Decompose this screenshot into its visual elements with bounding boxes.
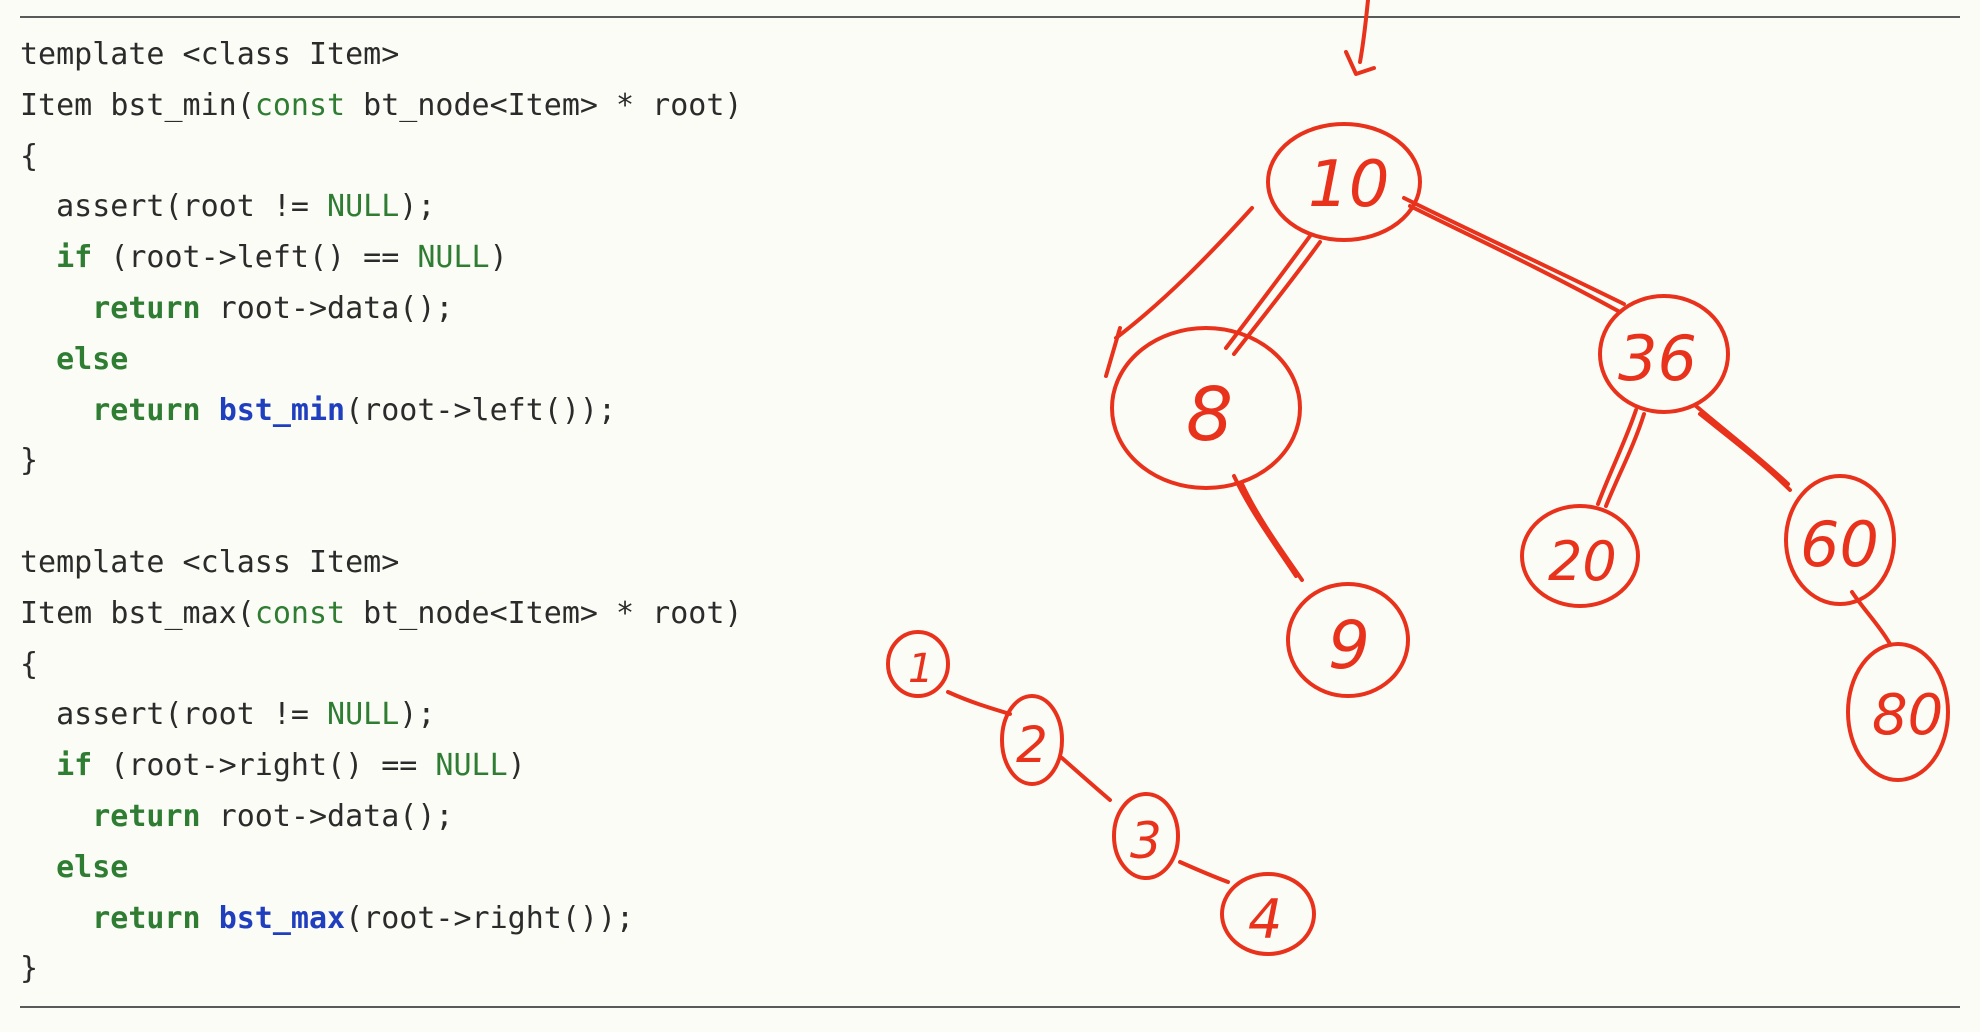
svg-text:60: 60 [1800, 508, 1879, 581]
return-keyword: return [92, 392, 201, 428]
chain-node: 3 [1112, 792, 1180, 880]
recursive-call-args: (root->right()); [345, 900, 635, 936]
code-line-recursive-return: return bst_max(root->right()); [20, 894, 742, 945]
code-line-assert: assert(root != NULL); [20, 690, 742, 741]
recursive-call-args: (root->left()); [345, 392, 617, 428]
function-name: bst_max [110, 595, 237, 631]
paren-open: ( [236, 87, 255, 123]
brace: { [20, 646, 39, 682]
bst-node: 10 [1266, 122, 1422, 242]
assert-close: ); [399, 697, 436, 733]
code-line-return: return root->data(); [20, 792, 742, 843]
svg-text:36: 36 [1618, 322, 1697, 395]
brace: } [20, 443, 39, 479]
paren-open: ( [236, 595, 255, 631]
null-constant: NULL [327, 697, 400, 733]
template-text: template <class Item> [20, 544, 400, 580]
svg-text:2: 2 [1016, 716, 1048, 774]
if-close: ) [489, 240, 508, 276]
return-keyword: return [92, 798, 201, 834]
if-keyword: if [56, 240, 93, 276]
code-line-assert: assert(root != NULL); [20, 182, 742, 233]
code-line-if: if (root->left() == NULL) [20, 233, 742, 284]
code-listing: template <class Item> Item bst_min(const… [20, 30, 742, 995]
return-type: Item [20, 87, 111, 123]
assert-text: assert(root != [20, 697, 328, 733]
code-line-template: template <class Item> [20, 30, 742, 81]
const-keyword: const [254, 87, 346, 123]
bst-node: 60 [1784, 474, 1896, 606]
chain-node: 1 [886, 630, 950, 698]
null-constant: NULL [327, 189, 400, 225]
code-line-signature: Item bst_min(const bt_node<Item> * root) [20, 81, 742, 132]
svg-text:3: 3 [1130, 812, 1162, 870]
code-line-brace-close: } [20, 436, 742, 487]
svg-text:80: 80 [1872, 683, 1943, 748]
null-constant: NULL [417, 240, 490, 276]
svg-text:4: 4 [1248, 888, 1282, 951]
code-line-brace-open: { [20, 132, 742, 183]
recursive-call-name: bst_max [218, 900, 346, 936]
recursive-call-name: bst_min [218, 392, 346, 428]
bst-node: 80 [1846, 642, 1950, 782]
code-line-brace-close: } [20, 944, 742, 995]
svg-text:8: 8 [1186, 372, 1233, 458]
return-keyword: return [92, 290, 201, 326]
template-text: template <class Item> [20, 37, 400, 72]
svg-text:10: 10 [1308, 148, 1389, 222]
top-rule [20, 16, 1960, 18]
bst-node: 20 [1520, 504, 1640, 608]
brace: } [20, 951, 39, 987]
else-keyword: else [56, 849, 129, 885]
tree-edges [1104, 196, 1892, 646]
const-keyword: const [254, 595, 346, 631]
null-constant: NULL [435, 748, 508, 784]
code-line-else: else [20, 843, 742, 894]
if-keyword: if [56, 748, 93, 784]
code-line-return: return root->data(); [20, 284, 742, 335]
brace: { [20, 138, 39, 174]
return-keyword: return [92, 900, 201, 936]
bst-node: 36 [1598, 294, 1730, 414]
bst-node: 8 [1110, 326, 1302, 490]
parameter-list: bt_node<Item> * root) [345, 87, 743, 123]
svg-text:9: 9 [1328, 607, 1370, 684]
code-line-signature: Item bst_max(const bt_node<Item> * root) [20, 589, 742, 640]
return-expression: root->data(); [200, 798, 454, 834]
code-line-template: template <class Item> [20, 538, 742, 589]
chain-node: 4 [1220, 872, 1316, 956]
svg-text:20: 20 [1548, 530, 1617, 593]
assert-text: assert(root != [20, 189, 328, 225]
code-line-if: if (root->right() == NULL) [20, 741, 742, 792]
code-line-else: else [20, 335, 742, 386]
return-expression: root->data(); [200, 290, 454, 326]
if-condition: (root->left() == [92, 240, 418, 276]
code-line-brace-open: { [20, 640, 742, 691]
else-keyword: else [56, 341, 129, 377]
svg-text:1: 1 [908, 646, 933, 692]
assert-close: ); [399, 189, 436, 225]
if-condition: (root->right() == [92, 748, 436, 784]
bst-node: 9 [1286, 582, 1410, 698]
code-line-recursive-return: return bst_min(root->left()); [20, 386, 742, 437]
chain-edges [946, 690, 1230, 884]
bottom-rule [20, 1006, 1960, 1008]
return-type: Item [20, 595, 111, 631]
parameter-list: bt_node<Item> * root) [345, 595, 743, 631]
chain-node: 2 [1000, 694, 1064, 786]
function-name: bst_min [110, 87, 237, 123]
if-close: ) [507, 748, 526, 784]
root-arrow-icon [1344, 0, 1376, 76]
